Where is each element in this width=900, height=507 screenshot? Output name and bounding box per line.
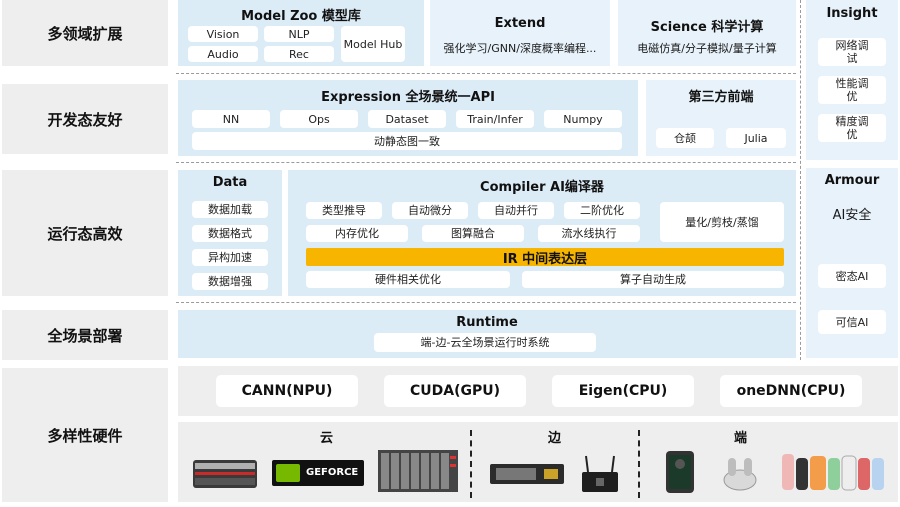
row-label-deployment: 全场景部署: [2, 310, 168, 360]
server-chassis-icon: [193, 460, 257, 488]
science-desc: 电磁仿真/分子模拟/量子计算: [637, 42, 777, 55]
armour-title: Armour: [824, 173, 880, 188]
ir-layer-bar: IR 中间表达层: [306, 248, 784, 267]
armour-panel: Armour AI安全 密态AI 可信AI: [806, 168, 898, 358]
smartwatch-icon: [782, 454, 884, 491]
separator: [176, 302, 796, 303]
model-zoo-item[interactable]: NLP: [264, 26, 334, 42]
hardware-group-cloud: 云: [320, 431, 334, 446]
data-item[interactable]: 数据加载: [192, 201, 268, 218]
insight-title: Insight: [826, 6, 878, 21]
insight-item[interactable]: 性能调优: [818, 76, 886, 104]
row-label-runtime-efficient: 运行态高效: [2, 170, 168, 296]
third-party-item[interactable]: 仓颉: [656, 128, 714, 148]
third-party-item[interactable]: Julia: [726, 128, 786, 148]
expression-item[interactable]: Numpy: [544, 110, 622, 128]
edge-box-icon: [582, 455, 618, 492]
expression-item[interactable]: Dataset: [368, 110, 446, 128]
expression-item[interactable]: Ops: [280, 110, 358, 128]
runtime-desc[interactable]: 端-边-云全场景运行时系统: [374, 333, 596, 352]
data-title: Data: [212, 175, 248, 190]
separator: [176, 162, 796, 163]
row-label-domain-extension: 多领域扩展: [2, 0, 168, 66]
science-title: Science 科学计算: [650, 20, 764, 35]
science-panel: Science 科学计算 电磁仿真/分子模拟/量子计算: [618, 0, 796, 66]
model-zoo-item[interactable]: Vision: [188, 26, 258, 42]
group-divider: [638, 430, 640, 498]
runtime-panel: Runtime 端-边-云全场景运行时系统: [178, 310, 796, 358]
third-party-title: 第三方前端: [688, 90, 754, 105]
data-panel: Data 数据加载 数据格式 异构加速 数据增强: [178, 170, 282, 296]
runtime-title: Runtime: [456, 315, 518, 330]
data-item[interactable]: 数据增强: [192, 273, 268, 290]
armour-item-ai-security: AI安全: [832, 208, 872, 223]
expression-title: Expression 全场景统一API: [321, 90, 495, 105]
compiler-side-item[interactable]: 量化/剪枝/蒸馏: [660, 202, 784, 242]
third-party-panel: 第三方前端 仓颉 Julia: [646, 80, 796, 156]
backend-button[interactable]: Eigen(CPU): [552, 375, 694, 407]
compiler-item[interactable]: 类型推导: [306, 202, 382, 219]
nvidia-gpu-icon: GEFORCE: [272, 460, 364, 486]
insight-panel: Insight 网络调试 性能调优 精度调优: [806, 0, 898, 160]
data-item[interactable]: 异构加速: [192, 249, 268, 266]
backends-panel: CANN(NPU) CUDA(GPU) Eigen(CPU) oneDNN(CP…: [178, 366, 898, 416]
compiler-item[interactable]: 自动微分: [392, 202, 468, 219]
expression-bottom[interactable]: 动静态图一致: [192, 132, 622, 150]
model-zoo-title: Model Zoo 模型库: [241, 9, 361, 24]
phone-icon: [666, 451, 694, 493]
compiler-item[interactable]: 硬件相关优化: [306, 271, 510, 288]
row-label-hardware: 多样性硬件: [2, 368, 168, 502]
backend-button[interactable]: CUDA(GPU): [384, 375, 526, 407]
earbuds-icon: [723, 458, 757, 491]
backend-button[interactable]: CANN(NPU): [216, 375, 358, 407]
compiler-item[interactable]: 流水线执行: [538, 225, 640, 242]
extend-desc: 强化学习/GNN/深度概率编程...: [443, 42, 597, 55]
extend-panel: Extend 强化学习/GNN/深度概率编程...: [430, 0, 610, 66]
compiler-item[interactable]: 算子自动生成: [522, 271, 784, 288]
row-label-dev-friendly: 开发态友好: [2, 84, 168, 154]
model-zoo-item[interactable]: Rec: [264, 46, 334, 62]
insight-item[interactable]: 网络调试: [818, 38, 886, 66]
hardware-group-device: 端: [734, 431, 748, 446]
hardware-group-edge: 边: [548, 431, 562, 446]
group-divider: [470, 430, 472, 498]
separator: [176, 73, 796, 74]
separator-vertical: [800, 0, 801, 360]
accelerator-card-icon: [490, 464, 564, 484]
compiler-panel: Compiler AI编译器 类型推导 自动微分 自动并行 二阶优化 内存优化 …: [288, 170, 796, 296]
expression-panel: Expression 全场景统一API NN Ops Dataset Train…: [178, 80, 638, 156]
armour-item[interactable]: 可信AI: [818, 310, 886, 334]
insight-item[interactable]: 精度调优: [818, 114, 886, 142]
extend-title: Extend: [494, 16, 546, 31]
backend-button[interactable]: oneDNN(CPU): [720, 375, 862, 407]
server-rack-icon: [378, 450, 458, 492]
model-zoo-item[interactable]: Model Hub: [341, 26, 405, 62]
compiler-item[interactable]: 自动并行: [478, 202, 554, 219]
model-zoo-panel: Model Zoo 模型库 Vision NLP Audio Rec Model…: [178, 0, 424, 66]
model-zoo-item[interactable]: Audio: [188, 46, 258, 62]
armour-item[interactable]: 密态AI: [818, 264, 886, 288]
compiler-item[interactable]: 图算融合: [422, 225, 524, 242]
nvidia-gpu-label: GEFORCE: [306, 467, 359, 478]
expression-item[interactable]: Train/Infer: [456, 110, 534, 128]
data-item[interactable]: 数据格式: [192, 225, 268, 242]
compiler-item[interactable]: 二阶优化: [564, 202, 640, 219]
devices-panel: 云 边 端 GEFORCE: [178, 422, 898, 502]
compiler-item[interactable]: 内存优化: [306, 225, 408, 242]
expression-item[interactable]: NN: [192, 110, 270, 128]
compiler-title: Compiler AI编译器: [480, 180, 604, 195]
